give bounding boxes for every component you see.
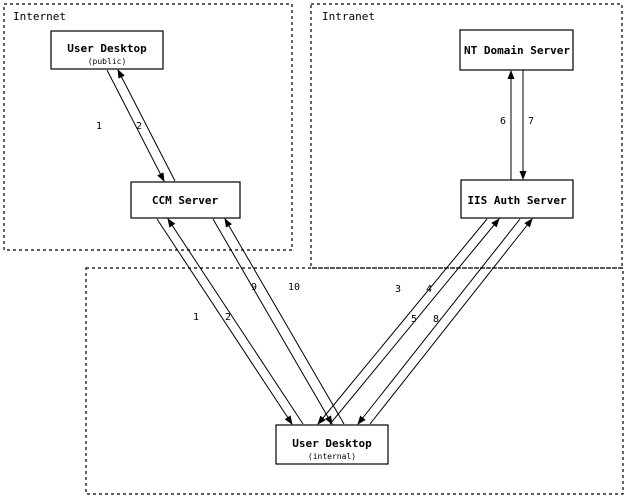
zone-label-internet: Internet bbox=[13, 10, 66, 23]
flow-step-label-9: 9 bbox=[251, 282, 257, 293]
flow-line-5-iis-to-internal bbox=[357, 218, 521, 425]
node-title-user-desktop-public: User Desktop bbox=[67, 42, 147, 55]
flow-line-10-internal-to-ccm bbox=[224, 218, 345, 425]
flow-line-2-internal-to-ccm bbox=[167, 218, 304, 425]
flow-line-2-ccm-to-public bbox=[117, 69, 176, 182]
node-box-iis-auth-server[interactable] bbox=[460, 179, 574, 219]
flow-step-label-4: 4 bbox=[426, 284, 432, 295]
flow-step-label-3: 3 bbox=[395, 284, 401, 295]
flow-line-4-internal-to-iis bbox=[329, 218, 500, 425]
flow-step-label-1-internal: 1 bbox=[193, 312, 199, 323]
flow-line-3-iis-to-internal bbox=[317, 218, 488, 425]
node-user-desktop-internal[interactable]: User Desktop (internal) bbox=[275, 424, 389, 465]
flow-step-label-6: 6 bbox=[500, 116, 506, 127]
flow-step-label-1-public: 1 bbox=[96, 121, 102, 132]
flow-step-label-8: 8 bbox=[433, 314, 439, 325]
flow-step-label-2-internal: 2 bbox=[225, 312, 231, 323]
node-subtitle-user-desktop-internal: (internal) bbox=[308, 452, 356, 461]
node-title-ccm-server: CCM Server bbox=[152, 194, 219, 207]
flow-connectors bbox=[106, 69, 533, 425]
node-box-user-desktop-public[interactable] bbox=[50, 30, 164, 70]
flow-step-label-2-public: 2 bbox=[136, 121, 142, 132]
zone-label-intranet: Intranet bbox=[322, 10, 375, 23]
node-user-desktop-public[interactable]: User Desktop (public) bbox=[50, 30, 164, 70]
node-title-nt-domain-server: NT Domain Server bbox=[464, 44, 570, 57]
node-subtitle-user-desktop-public: (public) bbox=[88, 57, 127, 66]
node-box-user-desktop-internal[interactable] bbox=[275, 424, 389, 465]
node-nt-domain-server[interactable]: NT Domain Server bbox=[459, 29, 574, 71]
node-title-user-desktop-internal: User Desktop bbox=[292, 437, 372, 450]
flow-step-label-5: 5 bbox=[411, 314, 417, 325]
node-box-ccm-server[interactable] bbox=[130, 181, 241, 219]
zone-internal-border bbox=[85, 267, 624, 495]
flow-step-label-7: 7 bbox=[528, 116, 534, 127]
flow-step-label-10: 10 bbox=[288, 282, 300, 293]
flow-step-labels: 1 2 6 7 9 10 1 2 3 4 5 8 bbox=[96, 116, 534, 325]
zone-internet-border bbox=[3, 3, 293, 251]
node-iis-auth-server[interactable]: IIS Auth Server bbox=[460, 179, 574, 219]
node-box-nt-domain-server[interactable] bbox=[459, 29, 574, 71]
node-title-iis-auth-server: IIS Auth Server bbox=[467, 194, 567, 207]
flow-line-8-internal-to-iis bbox=[369, 218, 533, 425]
flow-line-1-public-to-ccm bbox=[106, 69, 165, 182]
flow-line-1-ccm-to-internal bbox=[156, 218, 293, 425]
zone-boundaries bbox=[3, 3, 624, 495]
flow-line-9-ccm-to-internal bbox=[212, 218, 333, 425]
node-ccm-server[interactable]: CCM Server bbox=[130, 181, 241, 219]
